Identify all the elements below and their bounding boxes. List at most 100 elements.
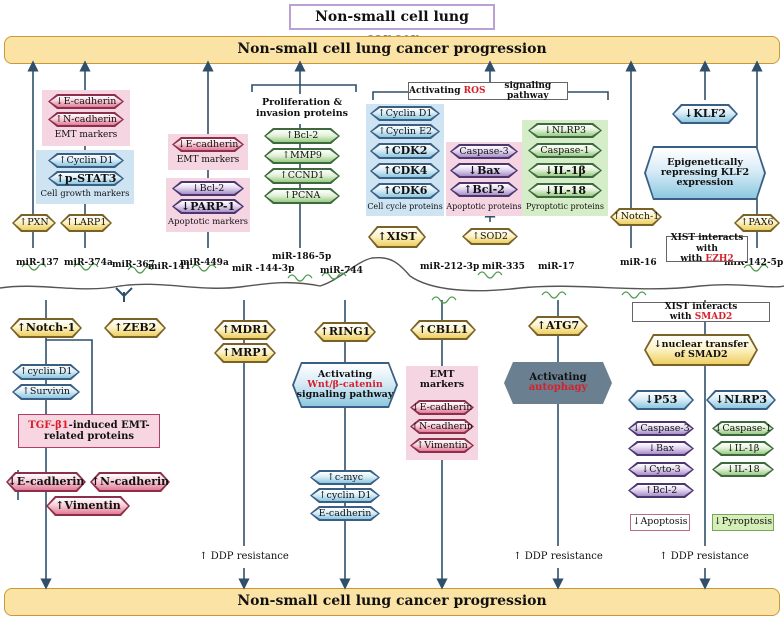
pyroptotic-label: Pyroptotic proteins xyxy=(525,202,605,211)
il18-node-2: ↓IL-18 xyxy=(712,462,774,477)
larp1-node: ↑LARP1 xyxy=(60,214,112,232)
klf2-node: ↓KLF2 xyxy=(672,104,738,124)
il1b-node: ↓IL-1β xyxy=(528,163,602,178)
mirna-label: miR-17 xyxy=(538,262,575,272)
bax-node: ↓Bax xyxy=(450,163,518,178)
nlrp3-node: ↓NLRP3 xyxy=(528,123,602,138)
sod2-node: ↑SOD2 xyxy=(462,228,518,245)
smad-transfer-node: ↓nuclear transfer of SMAD2 xyxy=(644,334,758,366)
mirna-label: miR-212-3p xyxy=(420,262,480,272)
p53-node: ↓P53 xyxy=(628,390,694,410)
smad2-box: XIST interacts with SMAD2 xyxy=(632,302,770,322)
cyclin-d1-node-4: ↑cyclin D1 xyxy=(310,488,380,503)
smad-pre: XIST interacts with xyxy=(664,301,738,322)
tgf-word: TGF-β1 xyxy=(28,419,69,431)
p-stat3-node: ↑p-STAT3 xyxy=(48,171,124,186)
n-cadherin-node-5: ↑N-cadherin xyxy=(410,419,474,434)
e-cadherin-node-5: ↓E-cadherin xyxy=(410,400,474,415)
auto-pre: Activating xyxy=(529,371,587,383)
wnt-word: Wnt/β-catenin xyxy=(307,379,383,391)
notch1-node-up: ↑Notch-1 xyxy=(610,208,662,226)
cell-growth-label: Cell growth markers xyxy=(40,189,130,199)
mdr1-node: ↑MDR1 xyxy=(214,320,276,340)
ros-post: signaling pathway xyxy=(504,80,552,101)
pax6-node: ↑PAX6 xyxy=(734,214,780,232)
cdk4-node: ↑CDK4 xyxy=(370,163,440,179)
mirna-label: miR-142-5p xyxy=(724,258,784,268)
apoptotic-markers-label: Apoptotic markers xyxy=(167,217,249,227)
cell-cycle-label: Cell cycle proteins xyxy=(367,202,443,211)
mirna-label: miR-367 xyxy=(112,260,155,270)
bax-node-2: ↓Bax xyxy=(628,441,694,456)
emt-markers-label: EMT markers xyxy=(54,130,118,140)
il18-node: ↓IL-18 xyxy=(528,183,602,198)
c-myc-node: ↑c-myc xyxy=(310,470,380,485)
ros-pathway-box: Activating ROS signaling pathway xyxy=(408,80,568,101)
nlrp3-node-2: ↓NLRP3 xyxy=(706,390,776,410)
mirna-label: miR-744 xyxy=(320,266,363,276)
bcl2-node: ↓Bcl-2 xyxy=(172,181,244,196)
bcl2-node-4: ↑Bcl-2 xyxy=(628,483,694,498)
vimentin-node-5: ↑Vimentin xyxy=(410,438,474,453)
ezh2-with: with xyxy=(680,254,706,265)
il1b-node-2: ↓IL-1β xyxy=(712,441,774,456)
e-cadherin-node-2: ↓E-cadherin xyxy=(172,137,244,152)
caspase3-node-2: ↓Caspase-3 xyxy=(628,421,694,436)
ros-word: ROS xyxy=(463,85,486,96)
mirna-label: miR-137 xyxy=(16,258,59,268)
cdk6-node: ↑CDK6 xyxy=(370,183,440,199)
cyto3-node: ↓Cyto-3 xyxy=(628,462,694,477)
mirna-label: miR-141 xyxy=(148,262,191,272)
n-cadherin-node-3: ↑N-cadherin xyxy=(90,472,170,492)
caspase3-node: Caspase-3 xyxy=(450,144,518,159)
bcl2-node-3: ↑Bcl-2 xyxy=(450,182,518,197)
cyclin-e2-node: ↑Cyclin E2 xyxy=(370,124,440,139)
apoptotic-proteins-label: Apoptotic proteins xyxy=(446,202,522,211)
pyroptosis-box: ↓Pyroptosis xyxy=(712,514,774,531)
proliferation-title: Proliferation & invasion proteins xyxy=(246,94,358,124)
cyclin-d1-node-3: ↑cyclin D1 xyxy=(12,364,80,380)
parp1-node: ↓PARP-1 xyxy=(172,199,244,214)
mirna-label: miR-374a xyxy=(64,258,113,268)
notch1-node: ↑Notch-1 xyxy=(10,318,82,338)
tgf-post: -induced EMT-related proteins xyxy=(44,419,150,443)
top-progression-banner: Non-small cell lung cancer progression xyxy=(4,36,780,64)
e-cadherin-node-4: E-cadherin xyxy=(310,506,380,521)
smad-word: SMAD2 xyxy=(694,312,733,322)
membrane-line xyxy=(0,256,784,292)
emt-markers-label-3: EMT markers xyxy=(419,369,465,391)
ros-pre: Activating xyxy=(409,85,461,96)
cdk2-node: ↑CDK2 xyxy=(370,143,440,159)
pxn-node: ↑PXN xyxy=(12,214,56,232)
n-cadherin-node: ↑N-cadherin xyxy=(48,112,124,127)
xist-node: ↑XIST xyxy=(368,226,426,248)
bcl2-node-2: ↑Bcl-2 xyxy=(264,128,340,144)
mirna-label: miR -144-3p xyxy=(232,264,295,274)
wnt-post: signaling pathway xyxy=(296,388,394,400)
mmp9-node: ↑MMP9 xyxy=(264,148,340,164)
bottom-progression-banner: Non-small cell lung cancer progression xyxy=(4,588,780,616)
ezh2-pre: XIST interacts with xyxy=(670,233,744,254)
wnt-pre: Activating xyxy=(317,369,373,381)
mrp1-node: ↑MRP1 xyxy=(214,343,276,363)
ccnd1-node: ↑CCND1 xyxy=(264,168,340,184)
mirna-label: miR-449a xyxy=(180,258,229,268)
vimentin-node: ↑Vimentin xyxy=(46,496,130,516)
caspase1-node: Caspase-1 xyxy=(528,143,602,158)
e-cadherin-node: ↓E-cadherin xyxy=(48,94,124,109)
mirna-label: miR-16 xyxy=(620,258,657,268)
mirna-label: miR-335 xyxy=(482,262,525,272)
ddp-resistance-3: ↑ DDP resistance xyxy=(652,546,756,568)
tgf-box: TGF-β1-induced EMT-related proteins xyxy=(18,414,160,448)
caspase1-node-2: ↓Caspase-1 xyxy=(712,421,774,436)
cyclin-d1-node: ↑Cyclin D1 xyxy=(48,153,124,168)
diagram-title: Non-small cell lung cancer xyxy=(289,4,495,47)
auto-word: autophagy xyxy=(528,382,588,393)
cyclin-d1-node-2: ↑Cyclin D1 xyxy=(370,106,440,121)
cbll1-node: ↑CBLL1 xyxy=(410,320,476,340)
ddp-resistance-2: ↑ DDP resistance xyxy=(508,546,608,568)
epigenetic-box: Epigenetically repressing KLF2 expressio… xyxy=(644,146,766,200)
zeb2-node: ↑ZEB2 xyxy=(104,318,166,338)
